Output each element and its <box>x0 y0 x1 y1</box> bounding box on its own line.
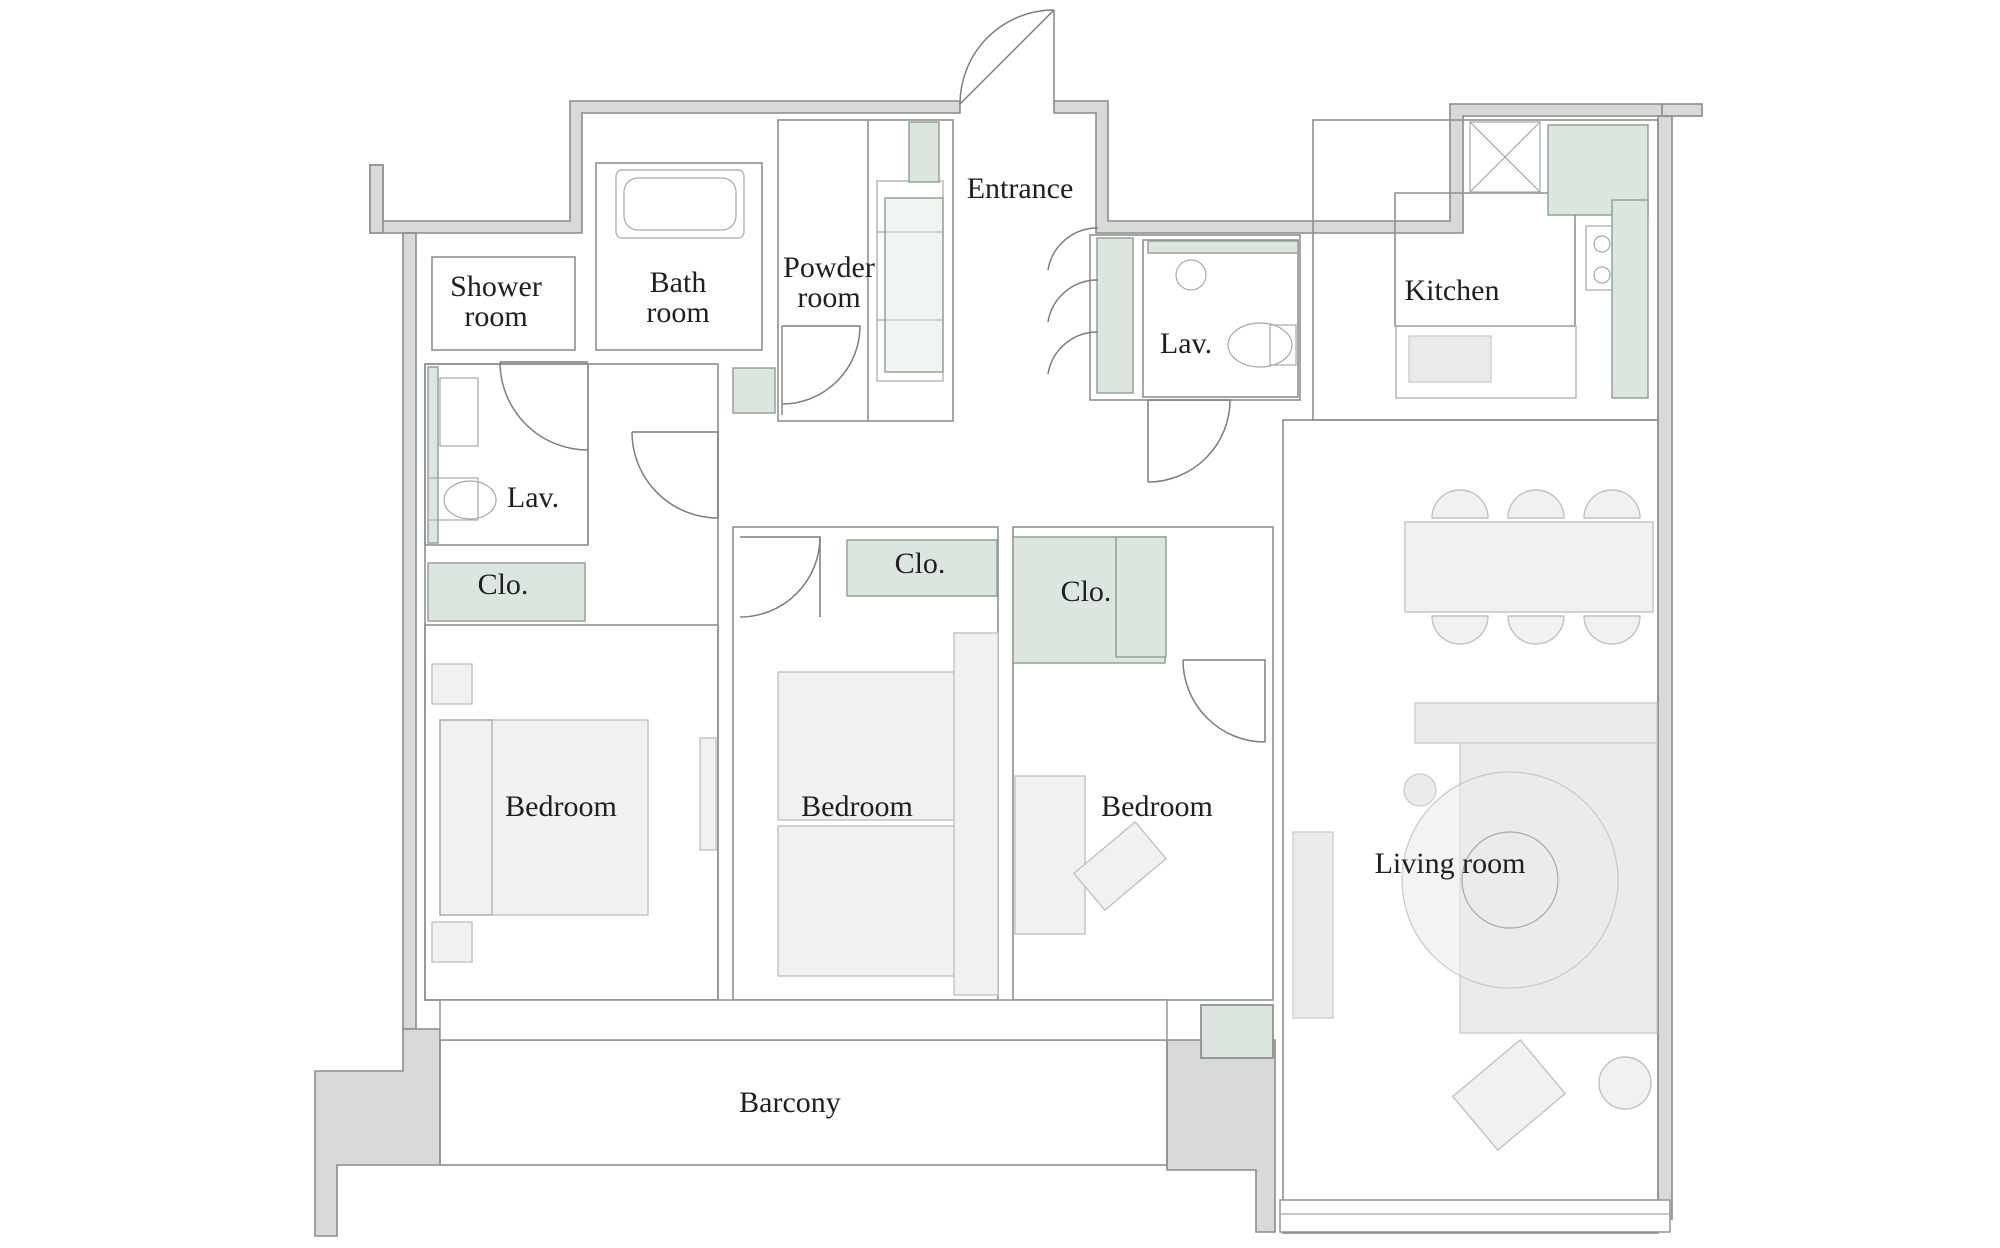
wall-right-top <box>1661 103 1703 117</box>
label-lav-center: Lav. <box>1160 327 1212 360</box>
storage-units <box>427 121 1649 1059</box>
label-barcony: Barcony <box>739 1086 841 1119</box>
label-bedroom-1: Bedroom <box>505 790 617 823</box>
label-entrance: Entrance <box>967 172 1074 205</box>
interior-partitions <box>424 119 1671 1234</box>
label-bath-room-line1: Bath <box>650 266 707 299</box>
wall-left-cap <box>369 164 384 234</box>
label-living-room: Living room <box>1375 847 1526 880</box>
room-labels: Entrance Kitchen Shower room Bath room P… <box>450 172 1525 1119</box>
wall-left <box>402 232 417 1030</box>
desk <box>1014 775 1086 935</box>
wall-right <box>1657 115 1673 1220</box>
label-clo-right: Clo. <box>1061 575 1112 608</box>
label-bedroom-3: Bedroom <box>1101 790 1213 823</box>
label-clo-left: Clo. <box>478 568 529 601</box>
pier-bottom-left <box>314 1028 441 1237</box>
label-shower-room-line1: Shower <box>450 270 542 303</box>
entrance-door <box>959 9 1055 105</box>
label-clo-mid: Clo. <box>895 547 946 580</box>
label-kitchen: Kitchen <box>1405 274 1500 307</box>
dining-table <box>1404 521 1654 613</box>
pier-bottom-center <box>1166 1039 1276 1233</box>
label-powder-room-line1: Powder <box>783 251 875 284</box>
label-bath-room-line2: room <box>646 296 709 329</box>
label-bedroom-2: Bedroom <box>801 790 913 823</box>
furniture <box>427 227 1658 1152</box>
label-shower-room-line2: room <box>464 300 527 333</box>
label-lav-left: Lav. <box>507 481 559 514</box>
label-powder-room-line2: room <box>797 281 860 314</box>
